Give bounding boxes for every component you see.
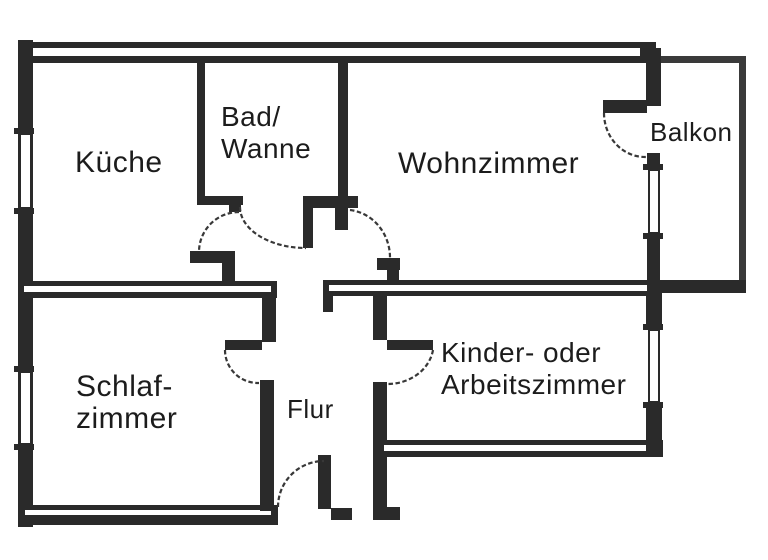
label-flur: Flur [287, 394, 334, 424]
door-arc-kueche [197, 210, 240, 253]
inner-walls [18, 48, 663, 520]
label-balkon: Balkon [650, 117, 733, 147]
door-arcs [197, 112, 647, 508]
label-schlafzimmer-line2: zimmer [76, 402, 177, 435]
door-arc-bad [238, 206, 307, 250]
label-bad-line2: Wanne [221, 133, 311, 164]
label-kueche: Küche [75, 146, 163, 179]
window-schlafzimmer-left [14, 366, 34, 450]
label-wohnzimmer: Wohnzimmer [398, 147, 579, 180]
window-balkon-divider [643, 164, 663, 239]
door-arc-kinderzimmer [386, 349, 435, 386]
windows [14, 128, 663, 450]
door-arc-entrance [276, 459, 325, 508]
label-kinderzimmer-line2: Arbeitszimmer [441, 369, 626, 400]
window-kueche-left [14, 128, 34, 214]
label-bad-line1: Bad/ [221, 101, 281, 132]
door-arc-schlafzimmer [223, 349, 260, 385]
label-kinderzimmer-line1: Kinder- oder [441, 337, 601, 368]
balcony-parapet [646, 56, 746, 293]
room-labels: Küche Bad/ Wanne Wohnzimmer Balkon Schla… [75, 101, 733, 435]
door-arc-wohnzimmer [349, 208, 392, 259]
label-schlafzimmer-line1: Schlaf- [76, 370, 173, 403]
door-arc-balkon [602, 112, 647, 159]
window-kinderzimmer-right [643, 324, 663, 408]
